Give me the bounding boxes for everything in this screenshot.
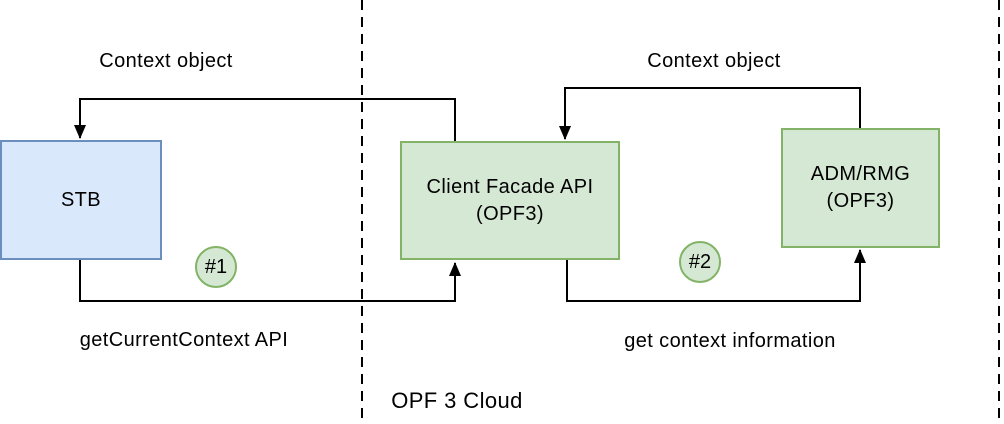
edge-label-get-current-context: getCurrentContext API <box>79 329 289 351</box>
node-stb: STB <box>0 140 162 260</box>
edge-label-get-context-information: get context information <box>624 330 836 352</box>
edge-context-object-to-client-facade <box>559 87 861 140</box>
step-badge-1-label: #1 <box>204 255 228 278</box>
node-adm-rmg-label: ADM/RMG <box>810 163 911 185</box>
edge-context-object-to-stb <box>74 98 456 141</box>
node-adm-rmg: ADM/RMG (OPF3) <box>781 128 940 248</box>
edge-get-current-context <box>79 259 461 302</box>
step-badge-2-label: #2 <box>688 250 712 273</box>
node-stb-label: STB <box>60 188 102 211</box>
edge-label-context-object-right: Context object <box>647 50 781 72</box>
zone-label-opf3-cloud: OPF 3 Cloud <box>391 388 523 413</box>
node-client-facade-api-label: Client Facade API <box>426 175 594 198</box>
node-client-facade-api-sublabel: (OPF3) <box>476 202 544 225</box>
step-badge-2: #2 <box>679 241 721 283</box>
node-adm-rmg-sublabel: (OPF3) <box>826 190 895 212</box>
step-badge-1: #1 <box>195 246 237 288</box>
edge-label-context-object-left: Context object <box>99 50 233 72</box>
edge-get-context-information <box>566 249 866 302</box>
node-client-facade-api: Client Facade API (OPF3) <box>400 141 620 260</box>
